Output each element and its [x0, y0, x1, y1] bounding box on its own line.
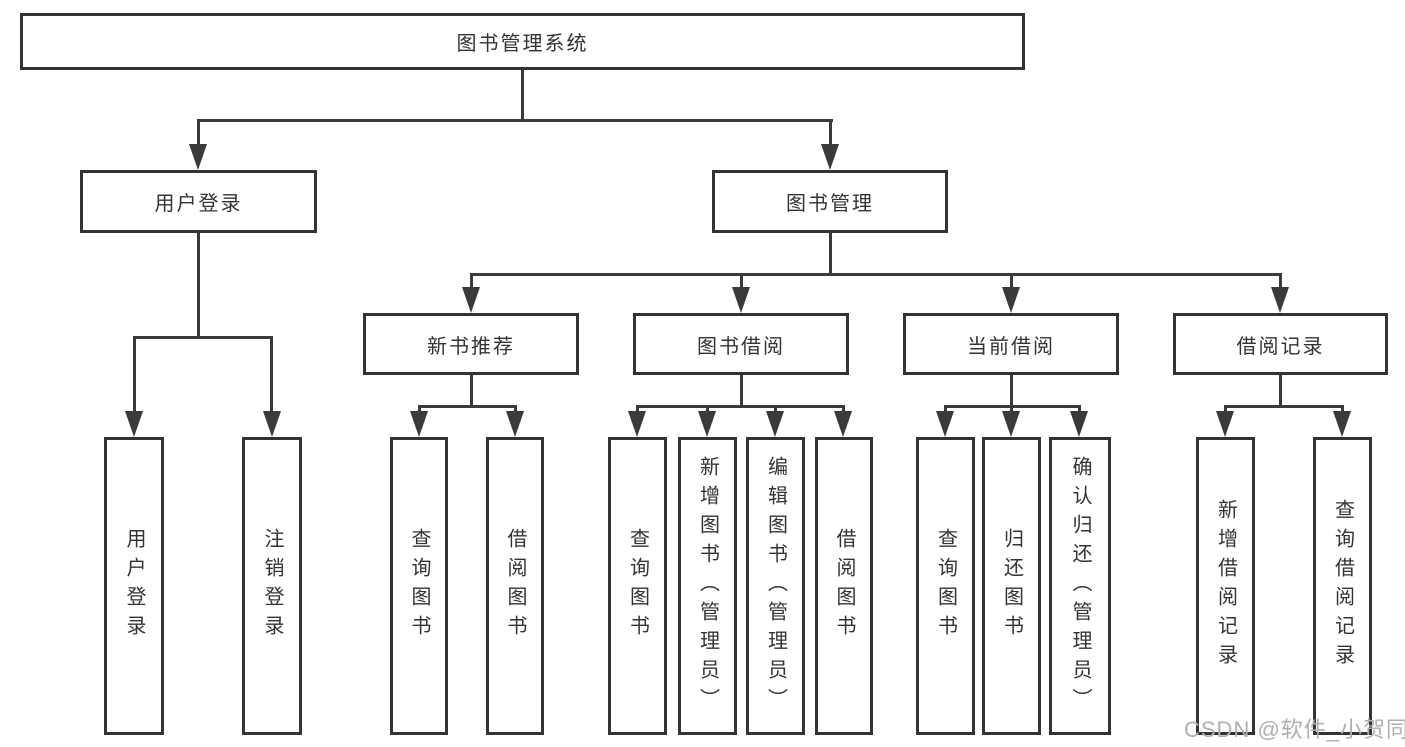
- leaf-edit-book-admin: 编辑图书（管理员）: [746, 437, 805, 735]
- leaf-add-borrow-record: 新增借阅记录: [1196, 437, 1255, 735]
- arrow-down-icon: [1333, 411, 1351, 437]
- arrow-down-icon: [1002, 411, 1020, 437]
- connector-user-login-rail: [133, 336, 273, 339]
- leaf-label: 借阅图书: [504, 528, 526, 644]
- leaf-label: 查询图书: [626, 528, 649, 644]
- connector-drop-line: [740, 273, 743, 287]
- connector-drop-line: [944, 405, 947, 413]
- connector-drop-line: [1341, 405, 1344, 413]
- leaf-query-books-borrow: 查询图书: [608, 437, 667, 735]
- leaf-label: 编辑图书（管理员）: [764, 455, 787, 717]
- arrow-down-icon: [732, 287, 750, 313]
- connector-section-stem: [740, 375, 743, 405]
- arrow-down-icon: [628, 411, 646, 437]
- node-user-login: 用户登录: [80, 170, 317, 233]
- connector-drop-line: [470, 273, 473, 287]
- leaf-label: 注销登录: [261, 528, 283, 644]
- connector-root-rail: [197, 119, 833, 122]
- node-label: 图书借阅: [697, 335, 785, 358]
- arrow-down-icon: [1271, 287, 1289, 313]
- arrow-down-icon: [410, 411, 428, 437]
- arrow-down-icon: [125, 411, 143, 437]
- arrow-down-icon: [506, 411, 524, 437]
- arrow-down-icon: [698, 411, 716, 437]
- leaf-query-borrow-record: 查询借阅记录: [1313, 437, 1372, 735]
- connector-book-mgmt-stem: [829, 233, 832, 273]
- leaf-label: 归还图书: [1000, 528, 1023, 644]
- leaf-logout: 注销登录: [242, 437, 302, 735]
- node-label: 用户登录: [154, 193, 243, 215]
- connector-section-rail: [1224, 405, 1343, 408]
- connector-user-login-stem: [197, 233, 200, 336]
- connector-section-stem: [1279, 375, 1282, 405]
- leaf-confirm-return-admin: 确认归还（管理员）: [1049, 437, 1111, 735]
- connector-drop-line: [706, 405, 709, 413]
- connector-section-rail: [418, 405, 517, 408]
- leaf-label: 确认归还（管理员）: [1069, 455, 1091, 717]
- leaf-label: 借阅图书: [833, 528, 855, 644]
- arrow-down-icon: [821, 144, 839, 170]
- leaf-label: 查询图书: [408, 528, 430, 644]
- arrow-down-icon: [1002, 287, 1020, 313]
- connector-root-stem: [521, 70, 524, 119]
- connector-drop-line: [842, 405, 845, 413]
- arrow-down-icon: [263, 411, 281, 437]
- connector-section-rail: [636, 405, 844, 408]
- arrow-down-icon: [936, 411, 954, 437]
- node-book-borrowing: 图书借阅: [633, 313, 849, 375]
- arrow-down-icon: [1216, 411, 1234, 437]
- node-new-book-recommendation: 新书推荐: [363, 313, 579, 375]
- connector-drop-line: [1010, 405, 1013, 413]
- node-current-borrowing: 当前借阅: [903, 313, 1119, 375]
- connector-drop-line: [1010, 273, 1013, 287]
- connector-drop-line: [774, 405, 777, 413]
- node-label: 图书管理系统: [456, 33, 589, 55]
- connector-drop-line: [1078, 405, 1081, 413]
- node-label: 当前借阅: [967, 335, 1055, 358]
- connector-drop-line: [514, 405, 517, 413]
- leaf-borrow-books-recommend: 借阅图书: [486, 437, 544, 735]
- connector-drop-line: [270, 336, 273, 411]
- arrow-down-icon: [834, 411, 852, 437]
- node-label: 借阅记录: [1236, 335, 1325, 358]
- connector-drop-line: [133, 336, 136, 411]
- connector-drop-line: [636, 405, 639, 413]
- connector-drop-line: [197, 119, 200, 144]
- leaf-query-books-recommend: 查询图书: [390, 437, 448, 735]
- node-borrowing-records: 借阅记录: [1173, 313, 1388, 375]
- leaf-label: 用户登录: [123, 528, 145, 644]
- arrow-down-icon: [1070, 411, 1088, 437]
- connector-section-stem: [1010, 375, 1013, 405]
- leaf-borrow-books: 借阅图书: [815, 437, 873, 735]
- connector-drop-line: [418, 405, 421, 413]
- arrow-down-icon: [462, 287, 480, 313]
- node-label: 新书推荐: [427, 335, 515, 358]
- connector-drop-line: [1279, 273, 1282, 287]
- leaf-label: 新增借阅记录: [1214, 499, 1237, 673]
- node-book-management: 图书管理: [712, 170, 948, 233]
- arrow-down-icon: [766, 411, 784, 437]
- connector-section-stem: [470, 375, 473, 405]
- leaf-label: 查询图书: [934, 528, 957, 644]
- leaf-return-book: 归还图书: [982, 437, 1041, 735]
- leaf-label: 新增图书（管理员）: [696, 455, 719, 717]
- node-library-management-system: 图书管理系统: [20, 13, 1025, 70]
- leaf-add-book-admin: 新增图书（管理员）: [678, 437, 737, 735]
- csdn-watermark: CSDN @软件_小贺同学: [1184, 717, 1405, 742]
- arrow-down-icon: [189, 144, 207, 170]
- connector-drop-line: [829, 119, 832, 144]
- connector-drop-line: [1224, 405, 1227, 413]
- node-label: 图书管理: [786, 193, 874, 215]
- connector-book-mgmt-rail: [470, 273, 1282, 276]
- leaf-label: 查询借阅记录: [1331, 499, 1354, 673]
- leaf-user-login: 用户登录: [104, 437, 164, 735]
- leaf-query-books-current: 查询图书: [916, 437, 975, 735]
